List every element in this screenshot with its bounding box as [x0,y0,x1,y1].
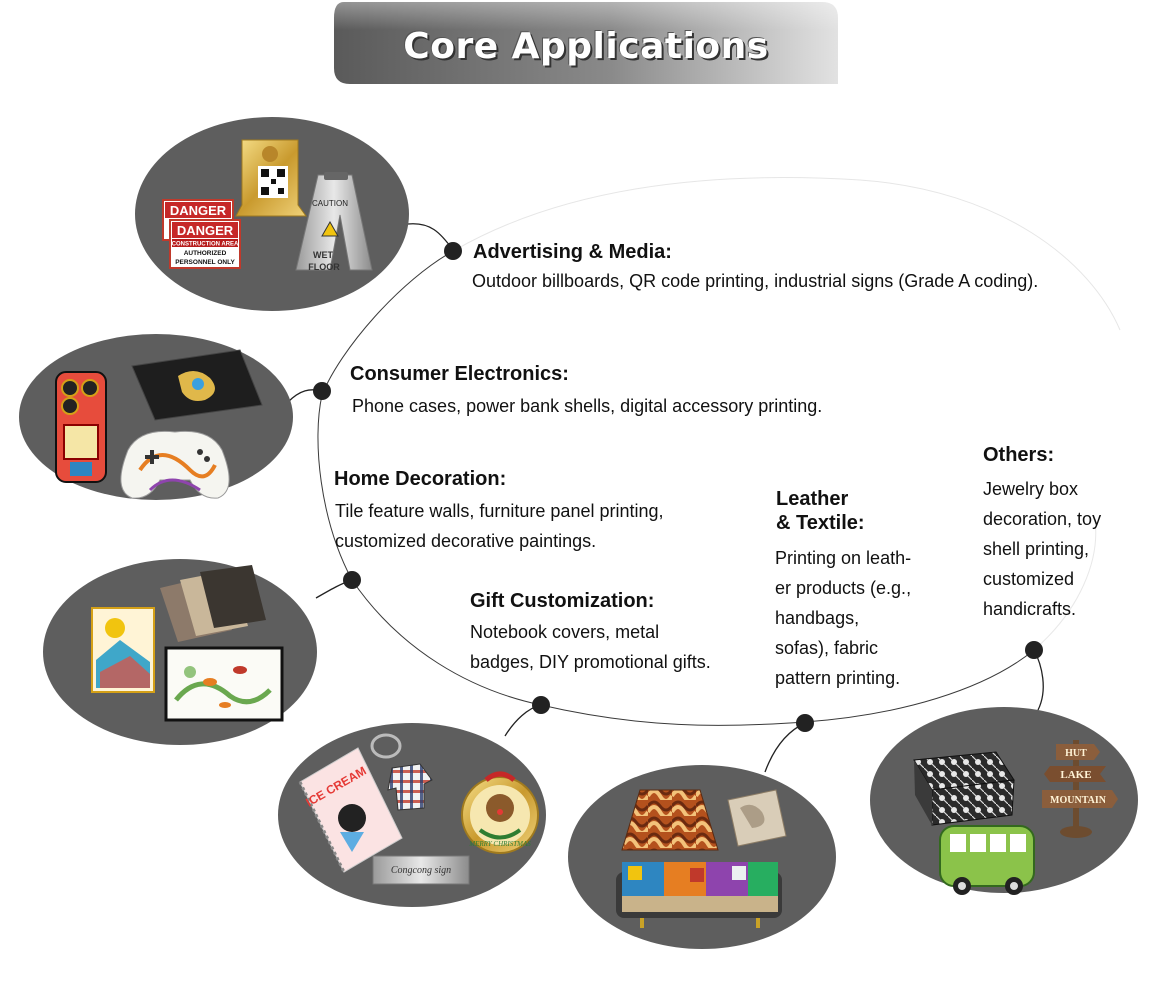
dot-advertising [444,242,462,260]
desc-leather-line-2: er products (e.g., [775,578,912,598]
svg-text:LAKE: LAKE [1060,769,1091,781]
christmas-badge-image: MERRY CHRISTMAS [461,771,539,854]
wood-panels-image [160,565,266,642]
desc-leather-line-5: pattern printing. [775,668,901,688]
svg-text:Congcong sign: Congcong sign [391,865,451,876]
heading-leather-line-1: Leather [776,488,849,510]
signpost-image: HUT LAKE MOUNTAIN [1042,740,1118,838]
desc-others-line-2: decoration, toy [983,509,1102,529]
svg-text:CAUTION: CAUTION [312,199,348,208]
svg-text:CONSTRUCTION AREA: CONSTRUCTION AREA [172,242,239,248]
heading-home: Home Decoration: [334,468,507,490]
svg-text:DANGER: DANGER [177,223,234,238]
toy-bus-image [939,825,1035,895]
disc-gift: ICE CREAM MERRY CHRISTMAS Congcong sign [278,723,546,907]
sofa-image [616,862,782,928]
notebook-image: ICE CREAM [298,747,403,873]
desc-leather-line-1: Printing on leath- [775,548,912,568]
header-banner [334,2,838,84]
disc-electronics [19,334,293,500]
caution-sign-image: CAUTION WET FLOOR [295,172,373,272]
svg-text:WET: WET [313,250,333,260]
dot-others [1025,641,1043,659]
dot-home [343,571,361,589]
page-title: Core Applications [403,25,769,67]
desc-others-line-5: handicrafts. [983,599,1077,619]
desc-leather-line-4: sofas), fabric [775,638,879,658]
heading-electronics: Consumer Electronics: [350,363,569,385]
disc-home [43,559,317,745]
arc-fade [454,177,1121,331]
heading-advertising: Advertising & Media: [473,241,672,263]
qr-stand-image [235,139,307,217]
desc-others-line-4: customized [983,569,1075,589]
phone-case-image [55,371,107,483]
dot-leather [796,714,814,732]
svg-text:AUTHORIZED: AUTHORIZED [184,250,227,257]
desc-gift-line-2: badges, DIY promotional gifts. [470,652,711,672]
desc-home-line-1: Tile feature walls, furniture panel prin… [335,501,664,521]
desc-others-line-1: Jewelry box [983,479,1079,499]
nameplate-image: Congcong sign [372,855,470,885]
svg-text:PERSONNEL ONLY: PERSONNEL ONLY [175,259,235,266]
tile-painting-image [91,607,155,693]
disc-advertising: DANGER DANGER CONSTRUCTION AREA AUTHORIZ… [135,117,409,311]
disc-others: HUT LAKE MOUNTAIN [870,707,1138,895]
connector-others [1033,649,1044,711]
svg-text:HUT: HUT [1065,748,1087,759]
disc-leather [568,765,836,949]
game-controller-image [120,430,230,499]
keychain-image [370,733,433,811]
connector-arc [317,249,1035,726]
power-bank-image [131,349,263,421]
desc-others-line-3: shell printing, [983,539,1090,559]
desc-home-line-2: customized decorative paintings. [335,531,597,551]
jewelry-box-image [913,751,1015,826]
desc-gift-line-1: Notebook covers, metal [470,622,660,642]
danger-signs-image: DANGER DANGER CONSTRUCTION AREA AUTHORIZ… [162,199,241,269]
dot-electronics [313,382,331,400]
dot-gift [532,696,550,714]
koi-painting-image [164,646,284,722]
svg-text:MERRY CHRISTMAS: MERRY CHRISTMAS [468,840,531,848]
svg-text:MOUNTAIN: MOUNTAIN [1050,795,1107,806]
desc-electronics: Phone cases, power bank shells, digital … [352,396,823,416]
svg-text:DANGER: DANGER [170,203,227,218]
wallet-image [727,789,787,847]
connector-leather [764,722,806,773]
heading-gift: Gift Customization: [470,590,655,612]
svg-text:FLOOR: FLOOR [308,262,340,272]
lampshade-image [621,789,719,851]
desc-advertising: Outdoor billboards, QR code printing, in… [472,271,1039,291]
desc-leather-line-3: handbags, [775,608,860,628]
heading-others: Others: [983,444,1055,466]
heading-leather-line-2: & Textile: [776,512,865,534]
